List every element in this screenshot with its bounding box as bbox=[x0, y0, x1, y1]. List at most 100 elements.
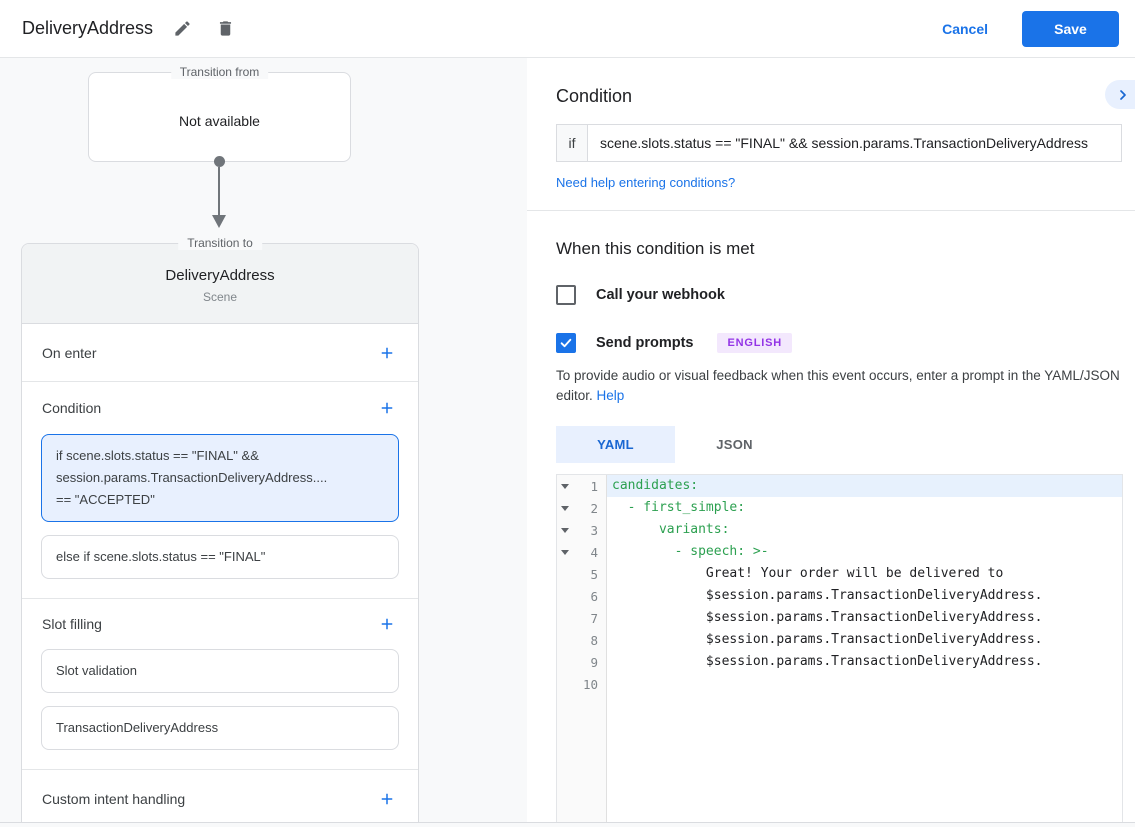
code-line bbox=[607, 673, 1122, 695]
condition-group: Condition if scene.slots.status == "FINA… bbox=[22, 382, 418, 599]
fold-arrow-icon[interactable] bbox=[557, 528, 573, 533]
flow-panel: Transition from Not available Transition… bbox=[0, 58, 527, 827]
transition-to-card: Transition to DeliveryAddress Scene On e… bbox=[21, 236, 419, 827]
title-area: DeliveryAddress bbox=[22, 15, 239, 42]
when-met-title: When this condition is met bbox=[556, 239, 755, 258]
gutter-row: 3 bbox=[557, 519, 606, 541]
arrow-line bbox=[218, 167, 220, 215]
code-line: variants: bbox=[612, 522, 730, 537]
gutter-row: 6 bbox=[557, 585, 606, 607]
section-slot-filling: Slot filling bbox=[22, 599, 418, 649]
prompt-description: To provide audio or visual feedback when… bbox=[556, 366, 1120, 406]
slot-filling-label: Slot filling bbox=[42, 616, 102, 632]
page-title: DeliveryAddress bbox=[22, 18, 154, 38]
scene-name: DeliveryAddress bbox=[165, 267, 275, 284]
section-condition: Condition bbox=[22, 382, 418, 434]
code-line: - first_simple: bbox=[612, 500, 746, 515]
prompt-description-text: To provide audio or visual feedback when… bbox=[556, 368, 1120, 403]
condition-cards: if scene.slots.status == "FINAL" && sess… bbox=[22, 434, 418, 598]
main-content: Transition from Not available Transition… bbox=[0, 58, 1135, 827]
language-badge: ENGLISH bbox=[717, 333, 792, 353]
line-number: 9 bbox=[590, 654, 598, 670]
condition-help-link[interactable]: Need help entering conditions? bbox=[556, 175, 736, 190]
if-label: if bbox=[557, 125, 588, 161]
condition-card[interactable]: else if scene.slots.status == "FINAL" bbox=[41, 535, 399, 579]
gutter-row: 1 bbox=[557, 475, 606, 497]
cancel-button[interactable]: Cancel bbox=[926, 13, 1004, 45]
line-number: 8 bbox=[590, 632, 598, 648]
fold-arrow-icon[interactable] bbox=[557, 484, 573, 489]
code-line: Great! Your order will be delivered to bbox=[612, 566, 1004, 581]
collapse-panel-button[interactable] bbox=[1105, 80, 1135, 109]
send-prompts-row: Send prompts ENGLISH bbox=[556, 333, 1135, 353]
condition-panel: Condition if scene.slots.status == "FINA… bbox=[527, 58, 1135, 827]
send-prompts-checkbox[interactable] bbox=[556, 333, 576, 353]
webhook-row: Call your webhook bbox=[556, 285, 1135, 305]
editor-code-area[interactable]: candidates: - first_simple: variants: - … bbox=[607, 475, 1122, 827]
plus-icon bbox=[381, 618, 393, 630]
slot-filling-group: Slot filling Slot validation Transaction… bbox=[22, 599, 418, 770]
transition-from-label: Transition from bbox=[170, 65, 269, 79]
fold-arrow-icon[interactable] bbox=[557, 506, 573, 511]
on-enter-label: On enter bbox=[42, 344, 97, 361]
slot-cards: Slot validation TransactionDeliveryAddre… bbox=[22, 649, 418, 769]
save-button[interactable]: Save bbox=[1022, 10, 1119, 47]
arrow-origin-dot bbox=[213, 156, 225, 167]
condition-expression-input[interactable]: scene.slots.status == "FINAL" && session… bbox=[600, 135, 1088, 151]
condition-label: Condition bbox=[42, 400, 102, 416]
condition-card-selected[interactable]: if scene.slots.status == "FINAL" && sess… bbox=[41, 434, 399, 522]
line-number: 10 bbox=[582, 676, 598, 692]
webhook-label: Call your webhook bbox=[596, 287, 725, 303]
delete-scene-button[interactable] bbox=[212, 15, 239, 42]
code-line: candidates: bbox=[607, 475, 1122, 497]
add-on-enter-button[interactable] bbox=[376, 342, 398, 364]
transition-to-label: Transition to bbox=[178, 236, 262, 250]
page-bottom-edge bbox=[0, 822, 1135, 827]
webhook-checkbox[interactable] bbox=[556, 285, 576, 305]
code-line: $session.params.TransactionDeliveryAddre… bbox=[612, 654, 1043, 669]
transition-from-value: Not available bbox=[179, 113, 260, 129]
header-actions: Cancel Save bbox=[926, 10, 1119, 47]
line-number: 2 bbox=[590, 500, 598, 516]
check-icon bbox=[560, 338, 572, 348]
line-number: 6 bbox=[590, 588, 598, 604]
plus-icon bbox=[381, 793, 393, 805]
yaml-editor[interactable]: 1 2 3 4 5 6 7 8 9 10 candidates: - first… bbox=[556, 474, 1123, 827]
add-slot-button[interactable] bbox=[376, 613, 398, 635]
scene-type: Scene bbox=[202, 290, 238, 304]
gutter-row: 10 bbox=[557, 673, 606, 695]
slot-card-transaction[interactable]: TransactionDeliveryAddress bbox=[41, 706, 399, 750]
help-link[interactable]: Help bbox=[596, 388, 625, 403]
add-custom-intent-button[interactable] bbox=[376, 788, 398, 810]
code-line: $session.params.TransactionDeliveryAddre… bbox=[612, 610, 1043, 625]
gutter-row: 9 bbox=[557, 651, 606, 673]
gutter-row: 8 bbox=[557, 629, 606, 651]
slot-card-validation[interactable]: Slot validation bbox=[41, 649, 399, 693]
tab-json[interactable]: JSON bbox=[675, 426, 794, 463]
gutter-row: 2 bbox=[557, 497, 606, 519]
line-number: 5 bbox=[590, 566, 598, 582]
condition-input-row: if scene.slots.status == "FINAL" && sess… bbox=[556, 124, 1122, 162]
section-on-enter: On enter bbox=[22, 324, 418, 382]
gutter-row: 4 bbox=[557, 541, 606, 563]
transition-from-box: Transition from Not available bbox=[88, 65, 351, 162]
code-line: - speech: >- bbox=[612, 544, 769, 559]
gutter-row: 7 bbox=[557, 607, 606, 629]
edit-title-button[interactable] bbox=[169, 15, 196, 42]
trash-icon bbox=[220, 21, 232, 36]
add-condition-button[interactable] bbox=[376, 397, 398, 419]
tab-yaml[interactable]: YAML bbox=[556, 426, 675, 463]
code-line: $session.params.TransactionDeliveryAddre… bbox=[612, 588, 1043, 603]
line-number: 4 bbox=[590, 544, 598, 560]
gutter-row: 5 bbox=[557, 563, 606, 585]
panel-title: Condition bbox=[556, 86, 633, 106]
top-bar: DeliveryAddress Cancel Save bbox=[0, 0, 1135, 58]
panel-divider bbox=[527, 210, 1135, 211]
editor-gutter: 1 2 3 4 5 6 7 8 9 10 bbox=[557, 475, 607, 827]
editor-tabs: YAML JSON bbox=[556, 426, 1135, 463]
scene-header: DeliveryAddress Scene bbox=[22, 244, 418, 324]
line-number: 1 bbox=[590, 478, 598, 494]
fold-arrow-icon[interactable] bbox=[557, 550, 573, 555]
send-prompts-label: Send prompts bbox=[596, 335, 694, 351]
